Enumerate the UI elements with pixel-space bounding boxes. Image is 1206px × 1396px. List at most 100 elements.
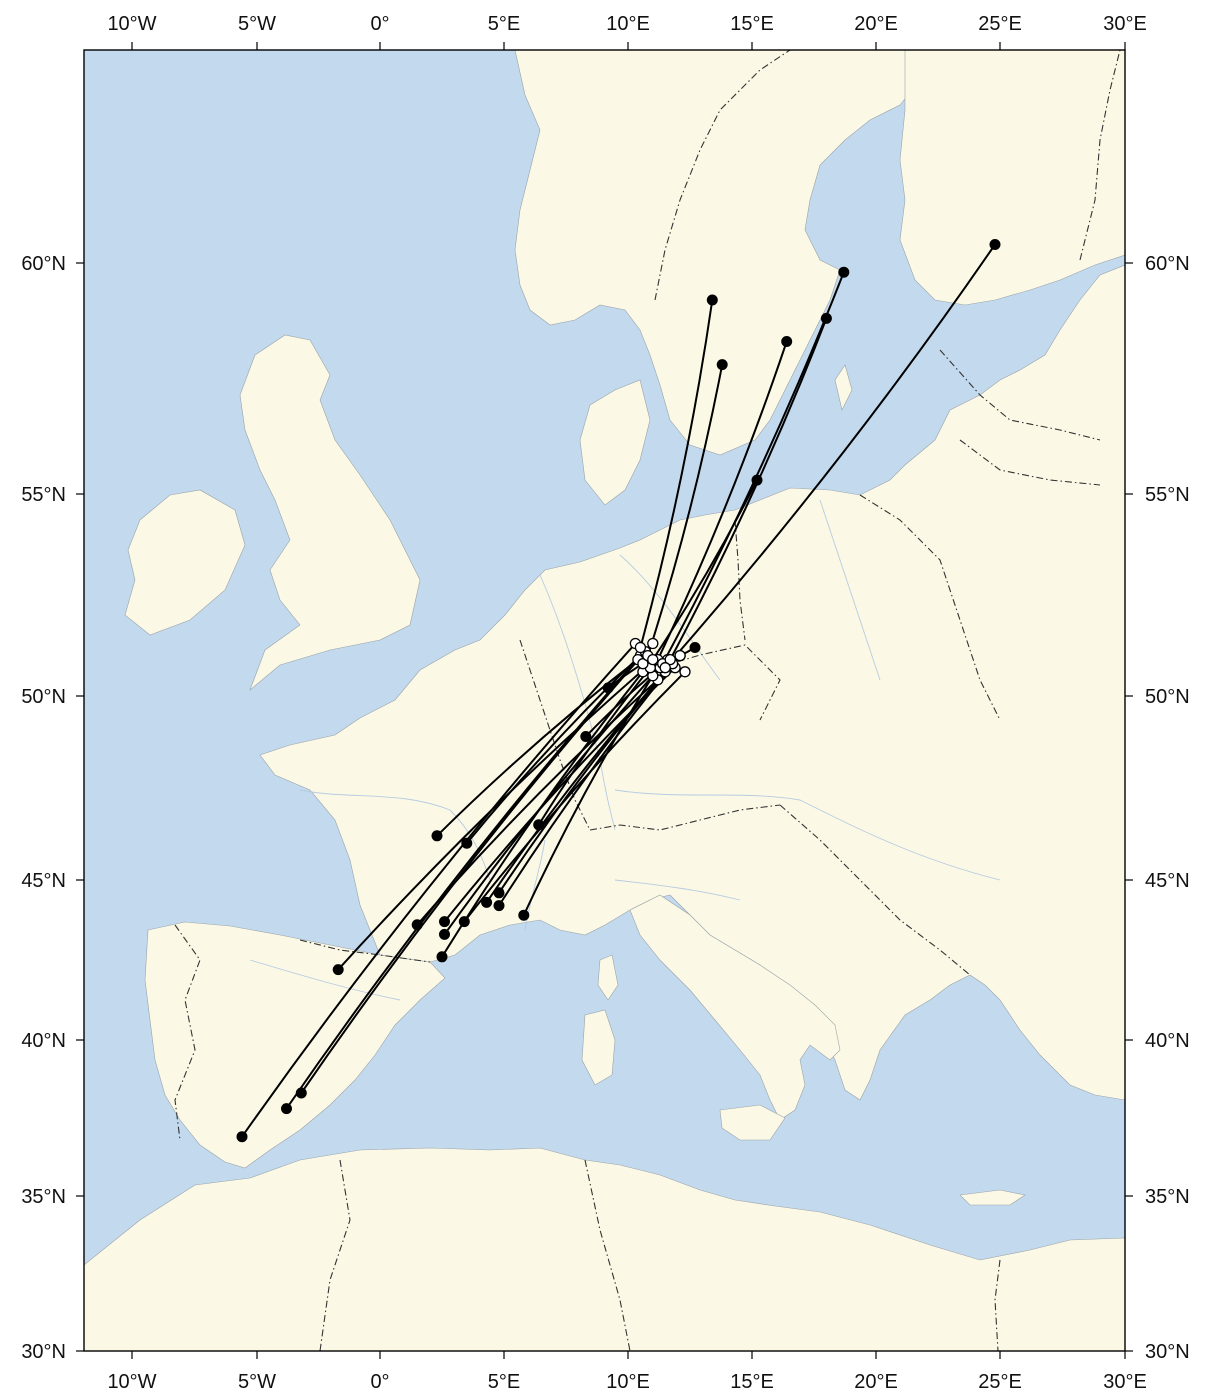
landmass-sicily — [719, 1104, 786, 1141]
lon-tick-label-top: 20°E — [854, 13, 898, 35]
lon-tick-label-top: 30°E — [1103, 13, 1147, 35]
lon-tick-label-top: 15°E — [730, 13, 774, 35]
lon-tick-label-bottom: 5°W — [238, 1371, 276, 1393]
migration-track — [337, 662, 651, 971]
migration-track — [656, 341, 788, 661]
border-germany-poland — [734, 519, 746, 641]
river-rhone — [524, 839, 546, 931]
migration-track — [498, 663, 674, 894]
lat-tick-label-right: 45°N — [1145, 870, 1190, 892]
migration-track — [664, 243, 996, 669]
lon-tick-label-bottom: 0° — [370, 1371, 389, 1393]
lon-tick-label-bottom: 20°E — [854, 1371, 898, 1393]
release-point — [674, 649, 686, 662]
lon-tick-label-bottom: 25°E — [978, 1371, 1022, 1393]
recovery-point — [706, 294, 718, 306]
recovery-point — [236, 1131, 248, 1143]
lon-tick-label-top: 0° — [370, 13, 389, 35]
river-elbe — [619, 554, 721, 681]
lat-tick-label-left: 45°N — [21, 870, 66, 892]
recovery-point — [751, 474, 763, 486]
lat-tick-label-left: 30°N — [21, 1341, 66, 1363]
landmass-corsica — [597, 954, 619, 1001]
lat-tick-label-right: 50°N — [1145, 686, 1190, 708]
recovery-point — [518, 909, 530, 921]
points-layer — [236, 239, 1001, 1143]
release-point — [647, 637, 659, 650]
lat-tick-label-left: 55°N — [21, 484, 66, 506]
river-ebro — [249, 959, 401, 1001]
lon-tick-label-top: 10°W — [107, 13, 156, 35]
recovery-point — [481, 896, 493, 908]
recovery-point — [781, 336, 793, 347]
lat-tick-label-left: 40°N — [21, 1030, 66, 1052]
lat-tick-label-right: 40°N — [1145, 1030, 1190, 1052]
recovery-point — [439, 916, 450, 928]
landmass-great-britain — [239, 334, 421, 691]
border-baltics-south — [959, 439, 1101, 486]
lon-tick-label-bottom: 15°E — [730, 1371, 774, 1393]
recovery-point — [436, 951, 448, 963]
lat-tick-label-right: 55°N — [1145, 484, 1190, 506]
lon-tick-label-top: 25°E — [978, 13, 1022, 35]
recovery-point — [493, 900, 505, 912]
recovery-point — [989, 239, 1001, 250]
migration-track — [669, 318, 828, 661]
recovery-point — [838, 266, 850, 278]
migration-track — [443, 658, 669, 935]
migration-track — [646, 364, 724, 656]
border-france-spain — [299, 939, 431, 963]
migration-track — [436, 658, 639, 837]
landmass-crete — [959, 1189, 1026, 1206]
recovery-point — [461, 837, 473, 849]
lon-tick-label-bottom: 30°E — [1103, 1371, 1147, 1393]
axes-layer: 10°W10°W5°W5°W0°0°5°E5°E10°E10°E15°E15°E… — [21, 13, 1189, 1393]
recovery-point — [411, 919, 423, 931]
recovery-point — [281, 1103, 292, 1115]
migration-track — [463, 671, 686, 923]
border-algeria-tunisia — [584, 1159, 631, 1351]
recovery-point — [332, 964, 344, 976]
recovery-point — [493, 887, 505, 899]
recovery-point — [431, 830, 443, 842]
lat-tick-label-right: 60°N — [1145, 253, 1190, 275]
landmass-sardinia — [581, 1009, 616, 1086]
border-balkans — [779, 804, 971, 976]
lon-tick-label-top: 5°E — [488, 13, 520, 35]
lat-tick-label-left: 35°N — [21, 1186, 66, 1208]
migration-track — [651, 479, 758, 661]
river-danube — [614, 789, 1001, 881]
release-point — [634, 641, 647, 654]
recovery-point — [533, 819, 545, 831]
lon-tick-label-top: 5°W — [238, 13, 276, 35]
border-libya-egypt — [994, 1259, 1001, 1351]
lon-tick-label-bottom: 10°E — [606, 1371, 650, 1393]
migration-track — [661, 271, 845, 665]
lat-tick-label-left: 50°N — [21, 686, 66, 708]
border-france-germany — [519, 639, 591, 831]
border-baltics — [939, 349, 1101, 441]
migration-track — [466, 642, 654, 844]
border-spain-portugal — [174, 924, 201, 1141]
landmass-north-africa — [84, 1147, 1125, 1351]
recovery-point — [602, 682, 614, 694]
lon-tick-label-top: 10°E — [606, 13, 650, 35]
recovery-point — [716, 359, 728, 371]
border-finland-russia — [1079, 50, 1121, 261]
map-frame — [83, 49, 1126, 1352]
migration-track — [285, 654, 642, 1110]
migration-track — [522, 675, 654, 916]
migration-track — [537, 667, 652, 826]
release-point — [647, 653, 659, 666]
landmass-italy — [629, 894, 841, 1121]
lat-tick-label-right: 30°N — [1145, 1341, 1190, 1363]
border-alps — [589, 804, 781, 831]
release-point — [679, 666, 691, 678]
river-po — [614, 879, 741, 901]
lat-tick-label-right: 35°N — [1145, 1186, 1190, 1208]
lon-tick-label-bottom: 10°W — [107, 1371, 156, 1393]
border-north-africa — [319, 1159, 351, 1351]
recovery-point — [820, 312, 832, 324]
